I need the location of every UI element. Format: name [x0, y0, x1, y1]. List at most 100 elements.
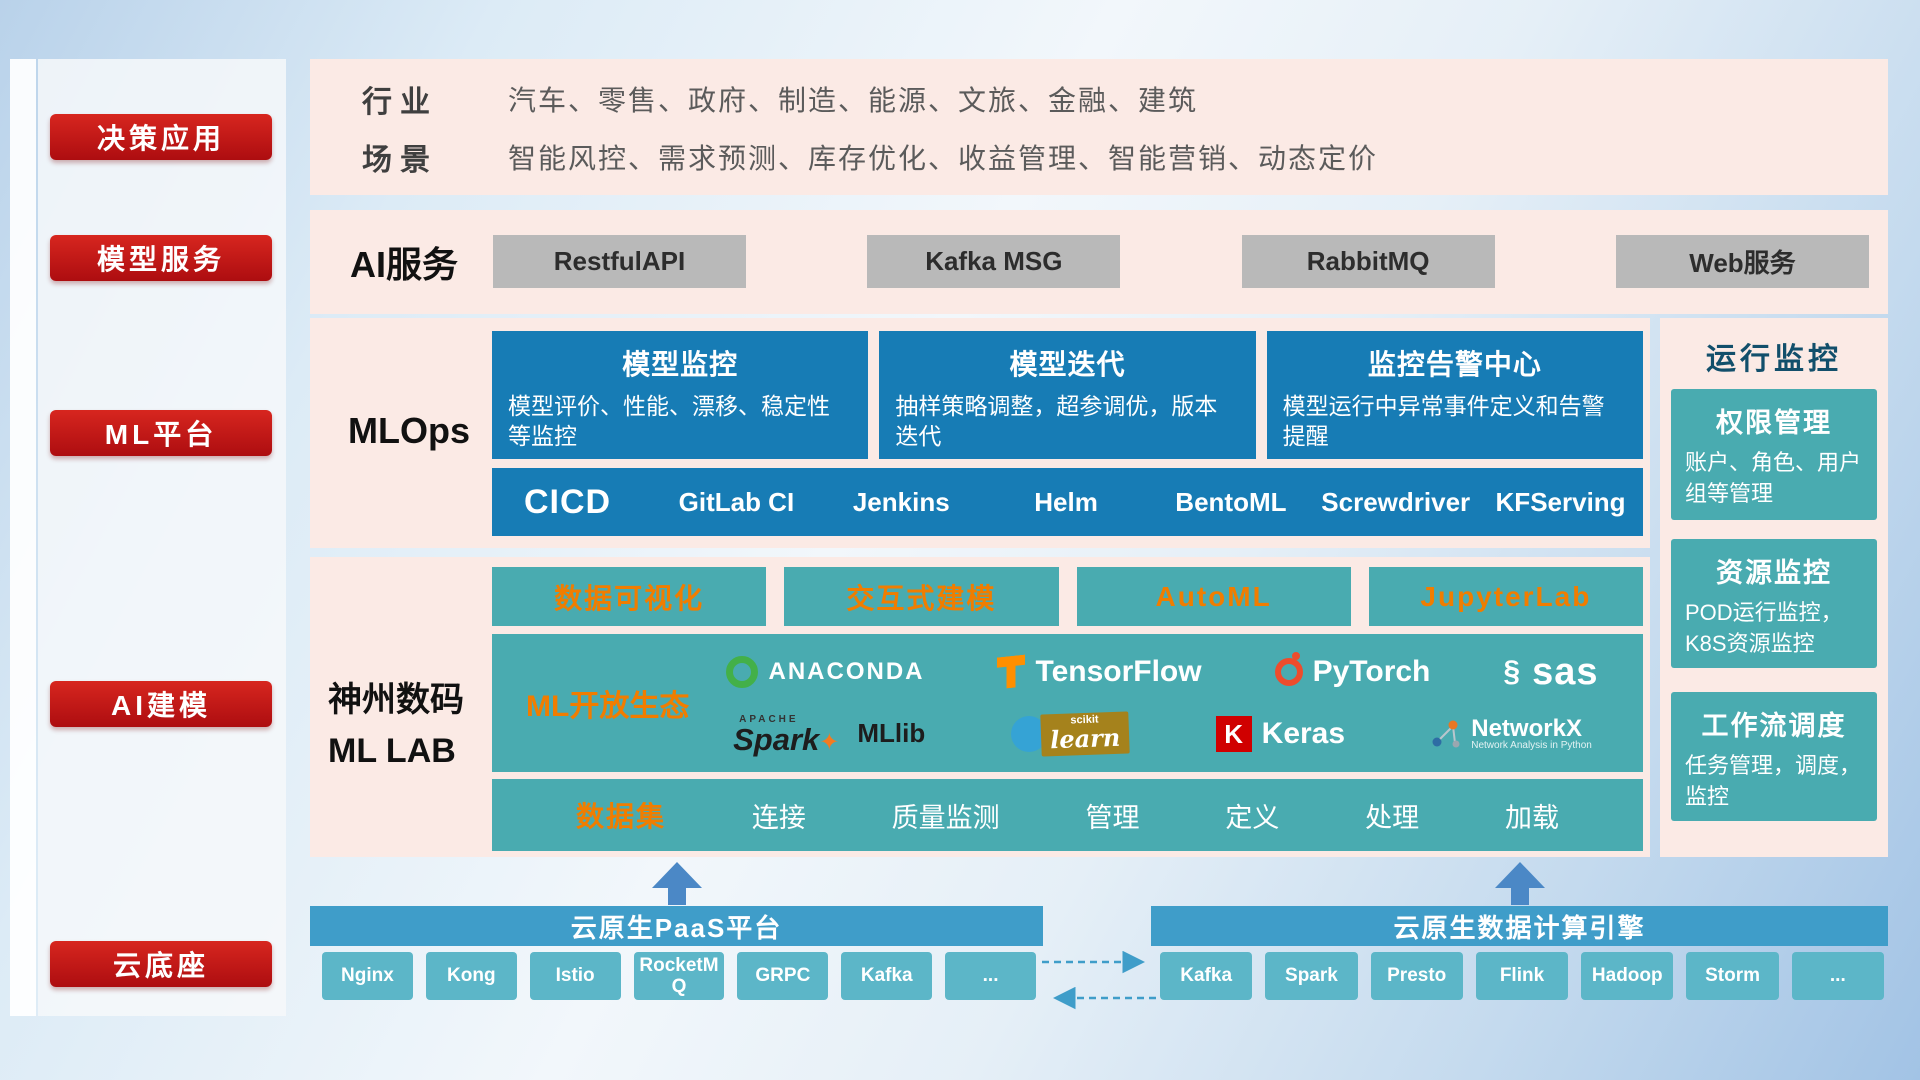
card-desc: 任务管理，调度，监控 [1685, 753, 1862, 809]
layer-badge-decision-apps: 决策应用 [50, 114, 272, 160]
jupyterlab-node: JupyterLab [1368, 567, 1643, 626]
data-engine-chips: Kafka Spark Presto Flink Hadoop Storm ..… [1160, 952, 1884, 1000]
layer-badge-ai-modeling: AI建模 [50, 681, 272, 727]
runtime-monitoring-title: 运行监控 [1706, 343, 1842, 376]
paas-platform-bar: 云原生PaaS平台 [310, 906, 1043, 946]
dataset-item-load: 加载 [1504, 802, 1559, 833]
apache-label: APACHE [739, 713, 799, 725]
dataset-item-manage: 管理 [1085, 802, 1140, 833]
dataset-item-connect: 连接 [751, 802, 806, 833]
ecosystem-row-2: APACHE Spark✦ MLlib scikit learn K [690, 703, 1635, 765]
scenario-label: 场景 [362, 144, 438, 177]
ai-service-buttons: RestfulAPI Kafka MSG RabbitMQ Web服务 [493, 235, 1869, 288]
sas-swirl-icon: § [1503, 655, 1521, 688]
pytorch-logo: PyTorch [1274, 652, 1431, 689]
networkx-logo: NetworkX Network Analysis in Python [1431, 716, 1592, 752]
data-visualization-node: 数据可视化 [492, 567, 767, 626]
cicd-bar: CICD GitLab CI Jenkins Helm BentoML Scre… [492, 468, 1643, 536]
dataset-item-process: 处理 [1365, 802, 1420, 833]
card-title: 监控告警中心 [1367, 349, 1542, 380]
card-title: 资源监控 [1716, 558, 1832, 588]
layer-badge-model-service: 模型服务 [50, 235, 272, 281]
restful-api-node: RestfulAPI [493, 235, 746, 288]
layer-badge-cloud-base: 云底座 [50, 941, 272, 987]
networkx-icon [1432, 720, 1460, 748]
kafka-chip: Kafka [1160, 952, 1253, 1000]
mlops-label: MLOps [348, 410, 470, 451]
keras-name: Keras [1261, 717, 1346, 750]
ml-lab-feature-buttons: 数据可视化 交互式建模 AutoML JupyterLab [492, 567, 1643, 626]
up-arrow-paas [652, 862, 702, 905]
tensorflow-icon [997, 655, 1025, 690]
istio-chip: Istio [529, 952, 621, 1000]
ml-ecosystem-label: ML开放生态 [526, 690, 690, 723]
scikit-badge: scikit learn [1040, 711, 1131, 757]
anaconda-icon [726, 656, 759, 688]
industry-value: 汽车、零售、政府、制造、能源、文旅、金融、建筑 [508, 85, 1199, 116]
dataset-label: 数据集 [576, 801, 667, 832]
storm-chip: Storm [1686, 952, 1779, 1000]
screwdriver-node: Screwdriver [1321, 486, 1471, 517]
card-title: 模型迭代 [1009, 349, 1126, 380]
cicd-label: CICD [524, 482, 612, 521]
card-desc: 账户、角色、用户组等管理 [1685, 450, 1862, 506]
tensorflow-logo: TensorFlow [997, 655, 1202, 690]
model-iteration-card: 模型迭代 抽样策略调整，超参调优，版本迭代 [879, 331, 1256, 459]
rabbitmq-node: RabbitMQ [1241, 235, 1495, 288]
ml-lab-label-line1: 神州数码 [328, 681, 464, 719]
dataset-item-define: 定义 [1225, 802, 1280, 833]
cicd-tools: GitLab CI Jenkins Helm BentoML Screwdriv… [654, 487, 1643, 518]
paas-chips: Nginx Kong Istio RocketMQ GRPC Kafka ... [322, 952, 1037, 1000]
scikit-learn-logo: scikit learn [1011, 711, 1131, 757]
scenario-row: 场景 智能风控、需求预测、库存优化、收益管理、智能营销、动态定价 [362, 135, 1868, 179]
dashed-connector-arrows [1042, 950, 1156, 1010]
ml-ecosystem-block: ML开放生态 ANACONDA TensorFlow PyTorch [492, 634, 1643, 772]
dataset-bar: 数据集 连接 质量监测 管理 定义 处理 加载 [492, 779, 1643, 851]
ml-lab-label: 神州数码 ML LAB [328, 675, 464, 777]
up-arrow-data-engine [1495, 862, 1545, 905]
more-chip: ... [1791, 952, 1884, 1000]
helm-node: Helm [1034, 486, 1098, 517]
card-title: 模型监控 [622, 349, 739, 380]
kfserving-node: KFServing [1495, 486, 1626, 517]
scikit-learn-label: learn [1050, 722, 1122, 755]
networkx-text: NetworkX Network Analysis in Python [1471, 716, 1592, 752]
card-title: 权限管理 [1716, 408, 1832, 438]
industry-row: 行业 汽车、零售、政府、制造、能源、文旅、金融、建筑 [362, 77, 1868, 121]
grpc-chip: GRPC [737, 952, 829, 1000]
workflow-scheduling-card: 工作流调度 任务管理，调度，监控 [1671, 692, 1877, 821]
spark-chip: Spark [1265, 952, 1358, 1000]
anaconda-logo: ANACONDA [726, 656, 924, 688]
mlops-cards: 模型监控 模型评价、性能、漂移、稳定性等监控 模型迭代 抽样策略调整，超参调优，… [492, 331, 1643, 459]
ml-ecosystem-logos: ANACONDA TensorFlow PyTorch § sas [690, 641, 1643, 765]
networkx-name: NetworkX [1471, 715, 1582, 743]
mllib-name: MLlib [857, 718, 926, 749]
dataset-item-quality: 质量监测 [891, 802, 1000, 833]
automl-node: AutoML [1076, 567, 1351, 626]
sas-logo: § sas [1503, 651, 1598, 694]
sas-name: sas [1532, 650, 1599, 693]
card-desc: 模型评价、性能、漂移、稳定性等监控 [508, 393, 830, 450]
spark-star-icon: ✦ [819, 728, 840, 756]
industry-scenario-panel: 行业 汽车、零售、政府、制造、能源、文旅、金融、建筑 场景 智能风控、需求预测、… [310, 59, 1888, 195]
spark-wordmark: APACHE Spark✦ [733, 714, 839, 755]
more-chip: ... [945, 952, 1037, 1000]
networkx-subtitle: Network Analysis in Python [1471, 740, 1592, 752]
card-title: 工作流调度 [1701, 711, 1847, 741]
mlops-panel: MLOps 模型监控 模型评价、性能、漂移、稳定性等监控 模型迭代 抽样策略调整… [310, 318, 1650, 548]
scenario-value: 智能风控、需求预测、库存优化、收益管理、智能营销、动态定价 [508, 143, 1379, 174]
web-service-node: Web服务 [1615, 235, 1869, 288]
alert-center-card: 监控告警中心 模型运行中异常事件定义和告警提醒 [1266, 331, 1643, 459]
ai-service-panel: AI服务 RestfulAPI Kafka MSG RabbitMQ Web服务 [310, 210, 1888, 314]
model-monitoring-card: 模型监控 模型评价、性能、漂移、稳定性等监控 [492, 331, 869, 459]
card-desc: POD运行监控，K8S资源监控 [1685, 600, 1843, 656]
gitlab-ci-node: GitLab CI [678, 486, 795, 517]
kafka-chip: Kafka [841, 952, 933, 1000]
runtime-monitoring-panel: 运行监控 权限管理 账户、角色、用户组等管理 资源监控 POD运行监控，K8S资… [1660, 318, 1888, 857]
nginx-chip: Nginx [322, 952, 413, 1000]
hadoop-chip: Hadoop [1581, 952, 1674, 1000]
resource-monitoring-card: 资源监控 POD运行监控，K8S资源监控 [1671, 539, 1877, 668]
pytorch-name: PyTorch [1312, 655, 1431, 688]
layer-sidebar [38, 59, 286, 1016]
